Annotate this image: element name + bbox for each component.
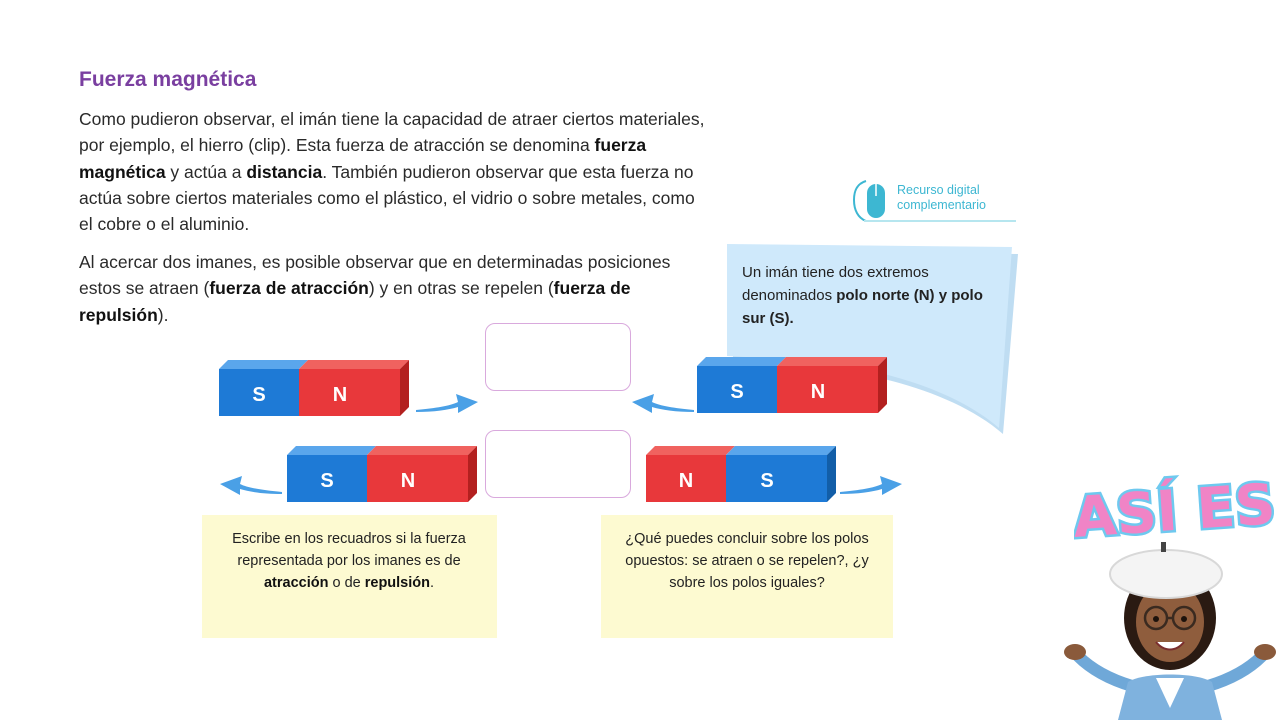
bold-term: distancia xyxy=(246,161,323,182)
bold-term: polo norte (N) y polo sur (S). xyxy=(742,287,983,327)
arrow-right-icon xyxy=(416,394,478,413)
text: . También pudieron observar que esta fue… xyxy=(79,161,695,235)
paragraph-magnetic-force: Como pudieron observar, el imán tiene la… xyxy=(79,106,709,237)
text: Al acercar dos imanes, es posible observ… xyxy=(79,252,671,299)
resource-underline xyxy=(864,220,1016,222)
text: Como pudieron observar, el imán tiene la… xyxy=(79,109,705,156)
bold-term: atracción xyxy=(263,575,329,591)
pole-label: S xyxy=(252,384,265,406)
text: ) y en otras se repelen ( xyxy=(368,278,554,299)
page-title: Fuerza magnética xyxy=(79,68,257,91)
pole-label: N xyxy=(401,470,415,492)
poles-note: Un imán tiene dos extremos denominados p… xyxy=(727,244,1018,434)
resource-label: Recurso digital complementario xyxy=(897,183,986,213)
sticker-text: ASÍ ES xyxy=(1074,471,1274,548)
pole-label: N xyxy=(811,381,825,403)
magnet-bottom-left: S N xyxy=(287,446,477,502)
question-box: ¿Qué puedes concluir sobre los polos opu… xyxy=(601,515,893,638)
bold-term: fuerza de repulsión xyxy=(79,278,631,325)
bold-term: fuerza magnética xyxy=(79,135,647,182)
pole-label: N xyxy=(679,470,693,492)
paragraph-attraction-repulsion: Al acercar dos imanes, es posible observ… xyxy=(79,249,709,328)
note-background xyxy=(727,244,1018,434)
text: ). xyxy=(157,304,169,325)
text: Escribe en los recuadros si la fuerza re… xyxy=(232,531,466,569)
asi-es-sticker: ASÍ ES xyxy=(1074,470,1274,548)
pole-label: S xyxy=(730,381,743,403)
resource-label-line: Recurso digital xyxy=(897,183,980,197)
pole-label: S xyxy=(760,470,773,492)
question-text: ¿Qué puedes concluir sobre los polos opu… xyxy=(625,531,869,591)
text: . xyxy=(430,575,435,591)
text: o de xyxy=(328,575,365,591)
girl-avatar-icon xyxy=(1064,542,1276,720)
arrow-left-icon xyxy=(220,476,282,495)
magnet-bottom-right: N S xyxy=(646,446,836,502)
instruction-text: Escribe en los recuadros si la fuerza re… xyxy=(224,528,474,594)
pole-label: S xyxy=(320,470,333,492)
bold-term: fuerza de atracción xyxy=(209,278,369,299)
magnet-top-right: S N xyxy=(697,357,887,413)
mouse-icon xyxy=(852,180,885,222)
arrow-right-icon xyxy=(840,476,902,495)
bold-term: repulsión xyxy=(364,575,430,591)
note-text: Un imán tiene dos extremos denominados p… xyxy=(742,261,992,330)
resource-label-line: complementario xyxy=(897,198,986,212)
text: y actúa a xyxy=(165,161,247,182)
answer-box-bottom[interactable] xyxy=(485,430,631,498)
answer-box-top[interactable] xyxy=(485,323,631,391)
digital-resource-link[interactable]: Recurso digital complementario xyxy=(852,178,1017,224)
pole-label: N xyxy=(333,384,347,406)
arrow-left-icon xyxy=(632,394,694,413)
magnet-top-left: S N xyxy=(219,360,409,416)
text: Un imán tiene dos extremos denominados xyxy=(742,264,929,304)
instruction-box: Escribe en los recuadros si la fuerza re… xyxy=(202,515,497,638)
